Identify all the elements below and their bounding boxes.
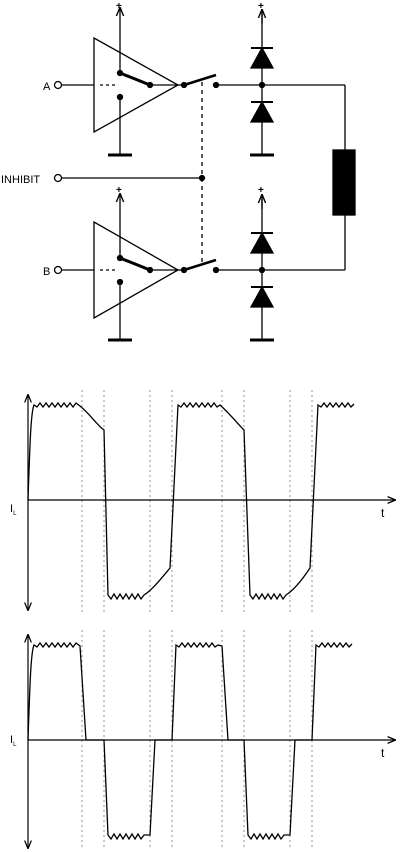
input-a-label: A <box>43 81 51 93</box>
load-resistor <box>332 85 356 270</box>
inhibit-label: INHIBIT <box>1 174 40 186</box>
inhibit-terminal <box>53 173 63 183</box>
supply-plus-a-diode: + <box>258 1 264 12</box>
load-current-trace-2 <box>27 641 353 841</box>
supply-plus-b-diode: + <box>258 185 264 196</box>
diode-stack-a <box>249 10 275 157</box>
supply-plus-b-amp: + <box>116 185 122 196</box>
waveform-2: IL t <box>10 630 395 850</box>
input-b-terminal <box>53 265 63 275</box>
current-axis-label-1: IL <box>10 503 17 517</box>
circuit-schematic <box>53 8 356 342</box>
diode-stack-b <box>249 195 275 342</box>
switch-b-blade <box>183 258 217 272</box>
channel-a <box>53 8 345 157</box>
current-axis-label-2: IL <box>10 734 17 748</box>
input-b-label: B <box>43 266 50 278</box>
load-current-trace-1 <box>27 401 355 601</box>
supply-plus-a-amp: + <box>116 1 122 12</box>
waveform-1: IL t <box>10 390 395 612</box>
channel-b <box>53 194 345 342</box>
input-a-terminal <box>53 80 63 90</box>
time-guides-1 <box>81 390 313 612</box>
inhibit-control <box>53 82 206 265</box>
amplifier-a-triangle <box>93 36 180 134</box>
amplifier-b-triangle <box>93 220 180 320</box>
switch-a-blade <box>183 73 217 87</box>
time-axis-label-2: t <box>381 746 385 760</box>
time-axis-label-1: t <box>381 506 385 520</box>
